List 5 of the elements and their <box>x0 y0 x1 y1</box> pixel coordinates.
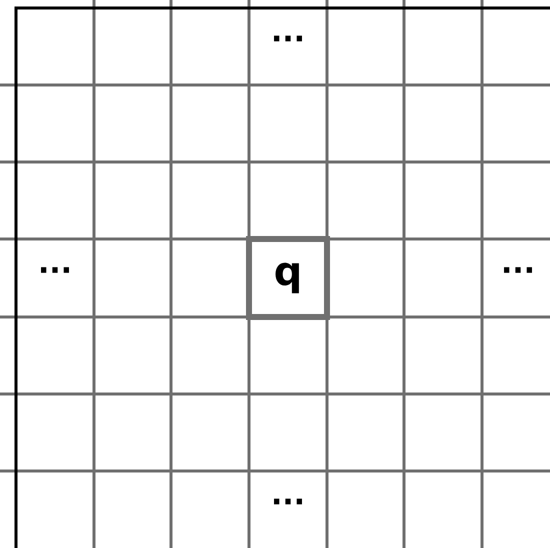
ellipsis: ... <box>504 267 532 273</box>
ellipsis: ... <box>41 267 69 273</box>
ellipsis: ... <box>274 36 302 42</box>
highlighted-cell: q <box>246 236 330 320</box>
ellipsis: ... <box>274 498 302 504</box>
